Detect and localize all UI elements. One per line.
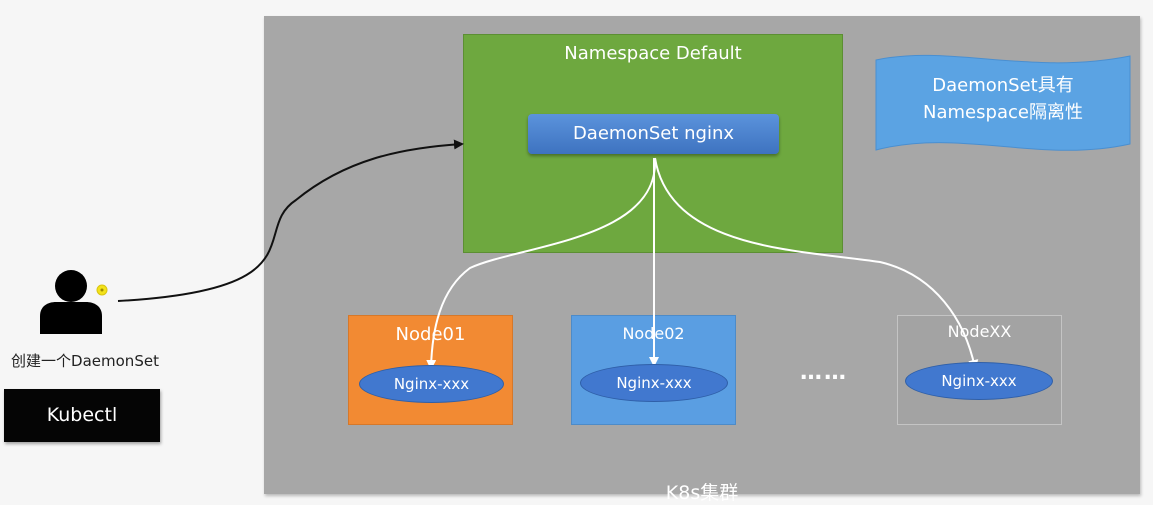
- node-xx-title: NodeXX: [947, 322, 1012, 341]
- namespace-title: Namespace Default: [564, 43, 742, 64]
- note-line-2: Namespace隔离性: [923, 102, 1083, 123]
- daemonset-nginx: DaemonSet nginx: [528, 114, 779, 154]
- cluster-label: K8s集群: [665, 482, 739, 504]
- ellipsis: ……: [800, 360, 848, 385]
- pod-nodexx: Nginx-xxx: [905, 362, 1053, 400]
- note-text: DaemonSet具有 Namespace隔离性: [876, 72, 1130, 126]
- pod-node02: Nginx-xxx: [580, 364, 728, 402]
- kubectl-box: Kubectl: [4, 389, 160, 442]
- node-01-title: Node01: [395, 324, 466, 345]
- node-02-title: Node02: [622, 324, 685, 343]
- pod-node01: Nginx-xxx: [359, 365, 504, 403]
- user-caption: 创建一个DaemonSet: [11, 352, 159, 370]
- cursor-dot-icon: [96, 284, 108, 296]
- note-line-1: DaemonSet具有: [932, 75, 1074, 96]
